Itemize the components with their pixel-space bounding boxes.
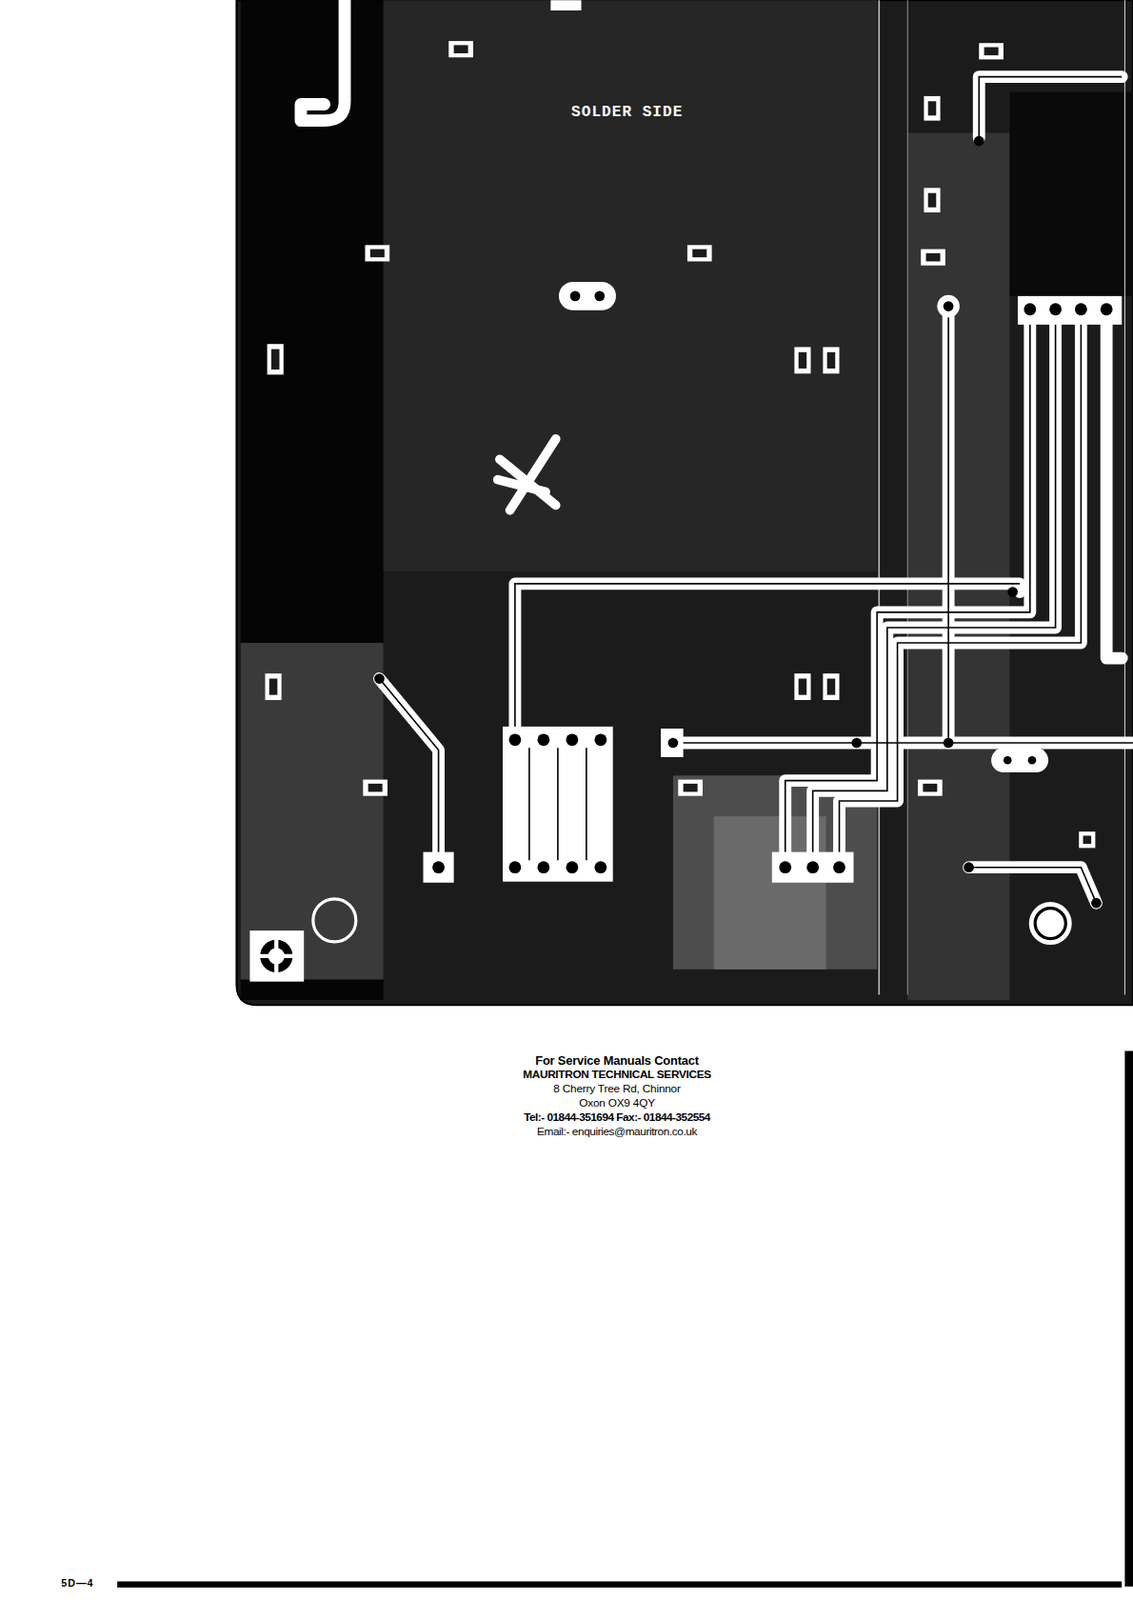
rect-pads [264, 40, 1095, 848]
board-region [240, 642, 384, 979]
contact-note: Email:- enquiries@mauritron.co.uk [536, 1124, 697, 1138]
cross-mark [497, 438, 557, 511]
pad-block [1017, 296, 1122, 325]
pad-block [772, 852, 855, 883]
pad-holes [374, 136, 1113, 909]
board-title: SOLDER SIDE [571, 103, 683, 121]
contact-note: MAURITRON TECHNICAL SERVICES [522, 1067, 712, 1081]
pad-block [423, 852, 455, 883]
board-region [1009, 92, 1133, 297]
board-region [383, 0, 877, 572]
page-bar [1124, 1050, 1133, 1586]
rect-pad-holes [269, 44, 1092, 844]
oval-pad [558, 281, 617, 311]
fiducial-mark [249, 930, 304, 982]
contact-note: For Service Manuals Contact [535, 1053, 699, 1068]
pad-block [502, 726, 614, 882]
mounting-hole [313, 898, 357, 942]
oval-pad [991, 747, 1049, 773]
board-line [877, 0, 880, 994]
board-notch [550, 0, 581, 11]
pad-isolation [529, 747, 587, 860]
trace-group [300, 0, 1133, 903]
board-region [240, 0, 384, 1000]
pad-hole [1028, 755, 1037, 765]
contact-note: Tel:- 01844-351694 Fax:- 01844-352554 [523, 1110, 711, 1124]
pad-hole [1003, 755, 1013, 765]
pad-hole [594, 291, 605, 302]
page-bar [117, 1580, 1122, 1587]
pad-hole [570, 291, 581, 302]
page-number: 5D—4 [60, 1576, 94, 1589]
contact-note: Oxon OX9 4QY [578, 1095, 656, 1110]
board-line [907, 0, 909, 994]
mounting-hole [1029, 901, 1073, 945]
pad [936, 295, 960, 319]
board-outline [236, 0, 1133, 1005]
fiducial-mark [257, 936, 297, 976]
contact-note: 8 Cherry Tree Rd, Chinnor [553, 1081, 680, 1095]
mounting-hole [1034, 908, 1066, 939]
pad-block [660, 728, 684, 757]
trace-isolation [378, 77, 1133, 904]
board-line [1124, 0, 1126, 994]
pad-hole [943, 300, 955, 312]
